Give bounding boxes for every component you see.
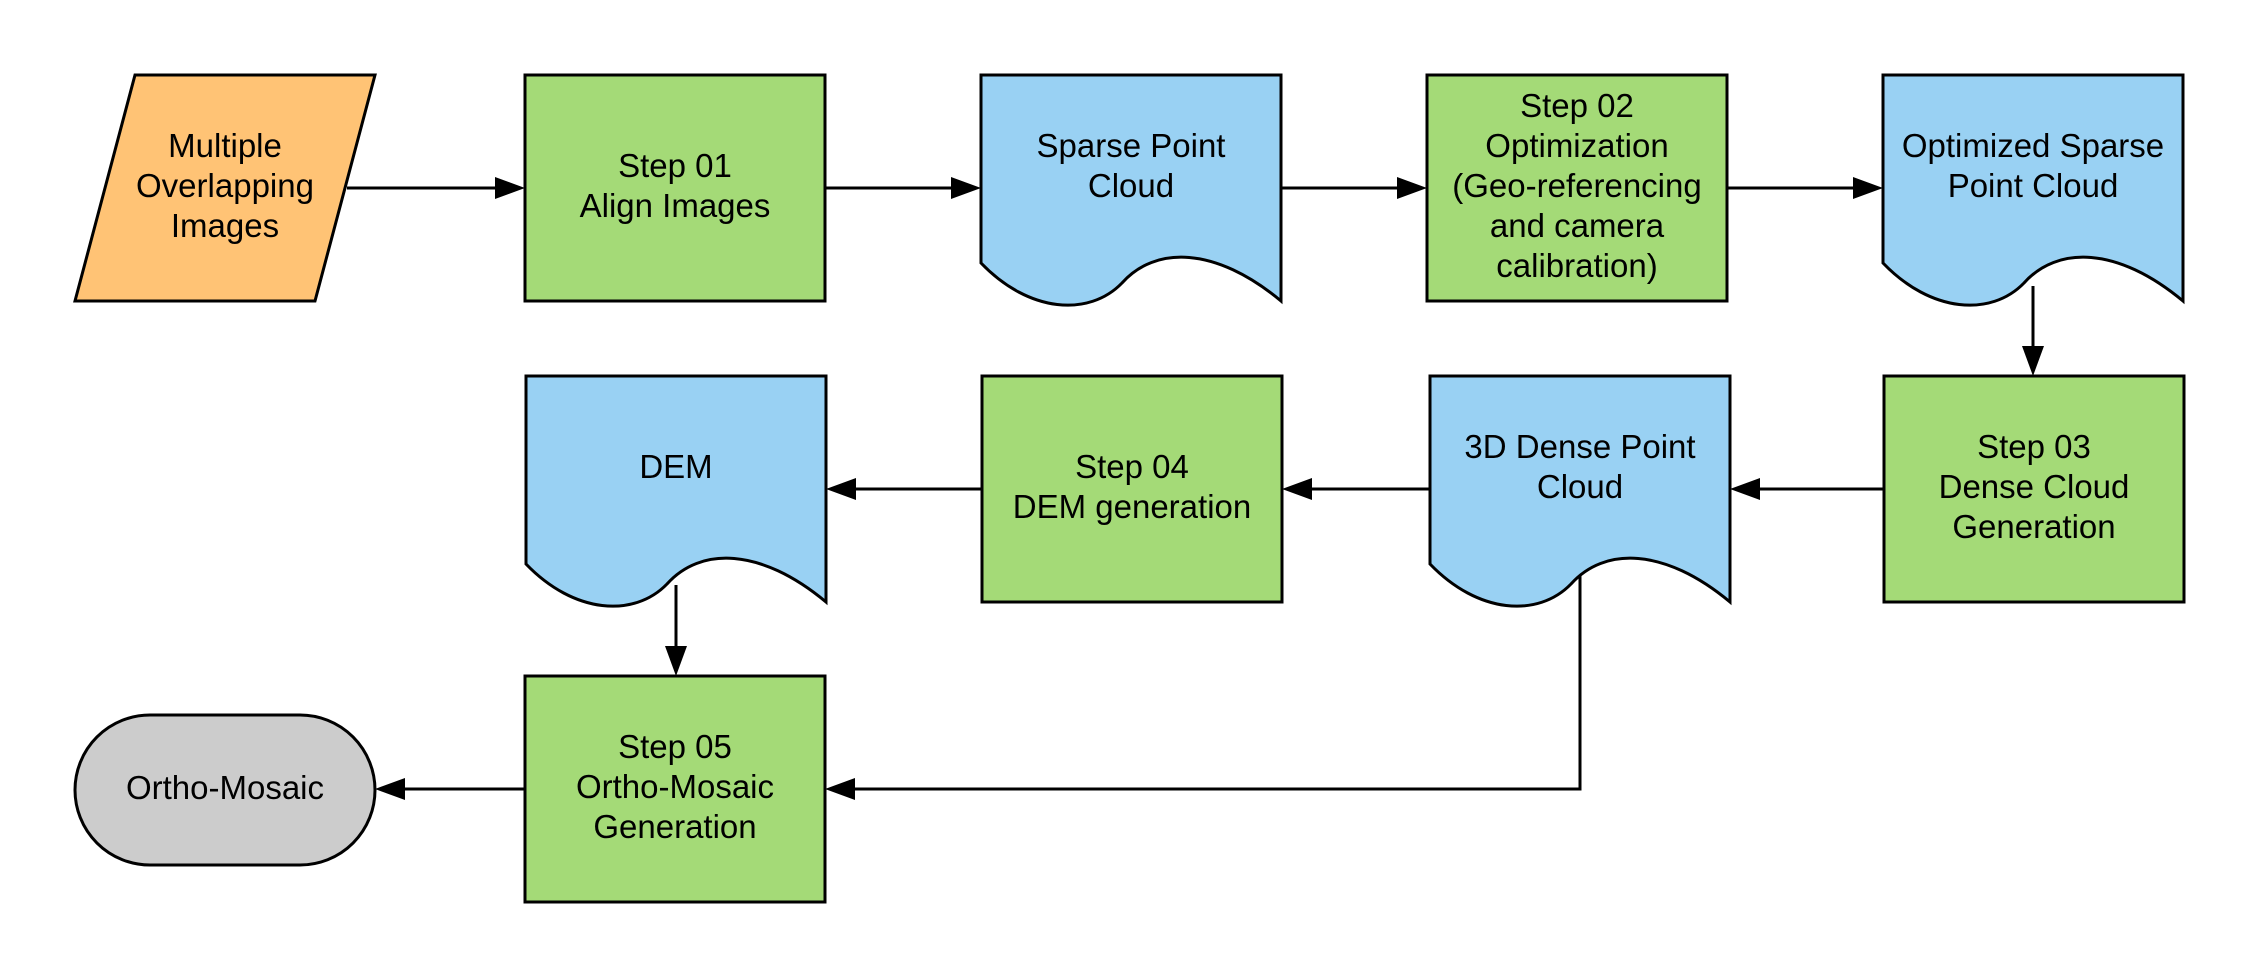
node-label-line: Step 04 xyxy=(1075,448,1189,485)
node-label-line: Overlapping xyxy=(136,167,314,204)
arrowhead xyxy=(825,778,855,800)
node-label-line: Dense Cloud xyxy=(1939,468,2130,505)
node-label-line: Step 01 xyxy=(618,147,732,184)
document-shape xyxy=(1428,374,1732,608)
process-box xyxy=(1425,73,1729,303)
parallelogram-shape xyxy=(73,73,377,303)
edge-step05-to-ortho-mosaic xyxy=(375,778,525,800)
edge-input-images-to-step01 xyxy=(347,177,525,199)
node-label-line: Cloud xyxy=(1537,468,1623,505)
edge-sparse-cloud-to-step02 xyxy=(1281,177,1427,199)
arrowhead xyxy=(951,177,981,199)
terminator-shape xyxy=(73,713,377,867)
node-label-line: Step 05 xyxy=(618,728,732,765)
node-label-line: Optimized Sparse xyxy=(1902,127,2164,164)
process-box xyxy=(523,674,827,904)
edge-dem-to-step05 xyxy=(665,585,687,676)
node-label-line: (Geo-referencing xyxy=(1452,167,1701,204)
document-shape xyxy=(979,73,1283,307)
node-label-line: calibration) xyxy=(1496,247,1657,284)
node-label-line: DEM generation xyxy=(1013,488,1251,525)
node-label-line: Ortho-Mosaic xyxy=(126,769,324,806)
node-label-line: Cloud xyxy=(1088,167,1174,204)
arrowhead xyxy=(1853,177,1883,199)
arrowhead xyxy=(2022,346,2044,376)
node-label-line: Ortho-Mosaic xyxy=(576,768,774,805)
connector-line xyxy=(851,576,1582,791)
process-box xyxy=(980,374,1284,604)
node-label: DEM xyxy=(639,448,712,485)
edge-step02-to-optimized-cloud xyxy=(1727,177,1883,199)
document-shape xyxy=(1881,73,2185,307)
node-label-line: Optimization xyxy=(1485,127,1668,164)
node-label-line: Generation xyxy=(1952,508,2115,545)
arrowhead xyxy=(1730,478,1760,500)
arrowhead xyxy=(1397,177,1427,199)
node-label-line: Generation xyxy=(593,808,756,845)
node-ortho-mosaic: Ortho-Mosaic xyxy=(73,713,377,867)
node-dem: DEM xyxy=(524,374,828,608)
edge-optimized-cloud-to-step03 xyxy=(2022,286,2044,376)
edge-dense-cloud-to-step05 xyxy=(825,576,1582,800)
edge-step01-to-sparse-cloud xyxy=(825,177,981,199)
arrowhead xyxy=(665,646,687,676)
node-label-line: Point Cloud xyxy=(1948,167,2119,204)
connectors xyxy=(347,177,2044,800)
process-box xyxy=(523,73,827,303)
arrowhead xyxy=(1282,478,1312,500)
edge-dense-cloud-to-step04 xyxy=(1282,478,1430,500)
node-label-line: Sparse Point xyxy=(1037,127,1226,164)
node-label-line: 3D Dense Point xyxy=(1464,428,1695,465)
node-label-line: Step 03 xyxy=(1977,428,2091,465)
node-label-line: Multiple xyxy=(168,127,282,164)
arrowhead xyxy=(495,177,525,199)
arrowhead xyxy=(375,778,405,800)
edge-step04-to-dem xyxy=(826,478,982,500)
process-box xyxy=(1882,374,2186,604)
node-label-line: Step 02 xyxy=(1520,87,1634,124)
node-label-line: Images xyxy=(171,207,279,244)
node-label-line: and camera xyxy=(1490,207,1665,244)
node-label-line: Align Images xyxy=(580,187,771,224)
edge-step03-to-dense-cloud xyxy=(1730,478,1884,500)
document-shape xyxy=(524,374,828,608)
node-label: Ortho-Mosaic xyxy=(126,769,324,806)
node-label-line: DEM xyxy=(639,448,712,485)
arrowhead xyxy=(826,478,856,500)
